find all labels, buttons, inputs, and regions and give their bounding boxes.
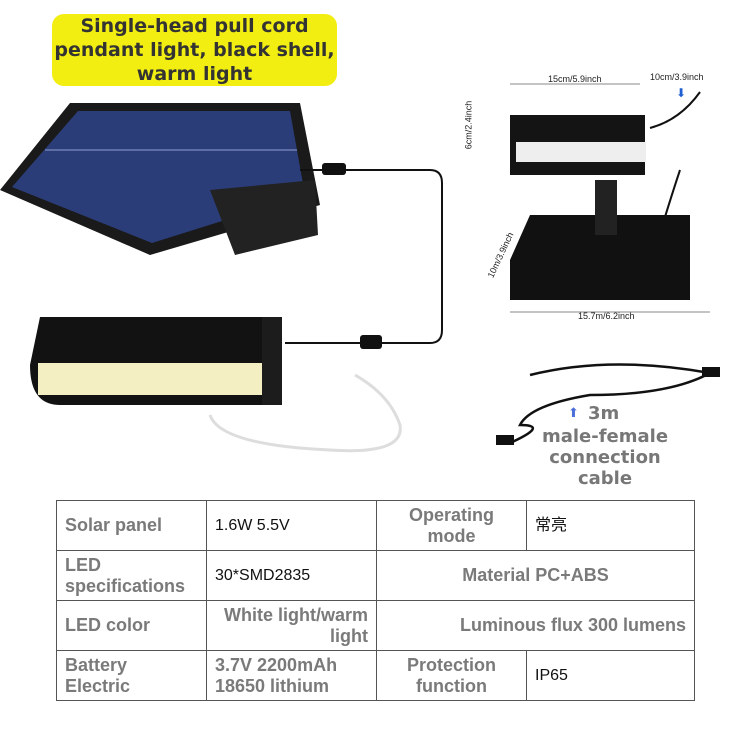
arrow-down-icon: ⬇ [676, 86, 687, 100]
arrow-up-icon: ⬆ [568, 406, 579, 421]
spec-label: LED specifications [65, 554, 186, 596]
spec-value: 常亮 [535, 516, 568, 534]
dimension-drawing [510, 83, 710, 313]
spec-label: Operating mode [408, 504, 494, 546]
spec-value: White light/warm light [224, 604, 368, 646]
dim-cable-length: 10cm/3.9inch [650, 72, 704, 82]
spec-label: Protection function [406, 654, 496, 696]
spec-label: Solar panel [65, 515, 163, 535]
spec-label: Material PC+ABS [462, 565, 609, 585]
spec-value: IP65 [535, 666, 568, 684]
cable-description: male-female connection cable [541, 426, 669, 489]
spec-value: 3.7V 2200mAh 18650 lithium [215, 654, 338, 696]
product-title: Single-head pull cord pendant light, bla… [52, 14, 337, 86]
cable-image [496, 363, 720, 445]
dim-light-height: 6cm/2.4inch [463, 100, 474, 150]
dim-panel-width: 15.7m/6.2inch [578, 311, 635, 321]
spec-label: Battery [65, 654, 128, 675]
spec-table: Solar panel 1.6W 5.5V Operating mode 常亮 … [56, 500, 695, 701]
spec-label: LED color [65, 615, 151, 635]
table-row: LED color White light/warm light Luminou… [56, 600, 695, 651]
product-illustration [0, 103, 443, 453]
spec-label: Luminous flux 300 lumens [459, 615, 686, 635]
dim-light-length: 15cm/5.9inch [548, 74, 602, 84]
spec-value: 1.6W 5.5V [215, 516, 290, 534]
spec-value: 30*SMD2835 [215, 566, 311, 584]
solar-panel-image [0, 103, 320, 255]
light-image [30, 317, 282, 405]
table-row: Solar panel 1.6W 5.5V Operating mode 常亮 [56, 500, 695, 551]
spec-label-overlap: Electric [65, 675, 131, 696]
cable-length: 3m [588, 403, 620, 424]
table-row: LED specifications 30*SMD2835 Material P… [56, 550, 695, 601]
